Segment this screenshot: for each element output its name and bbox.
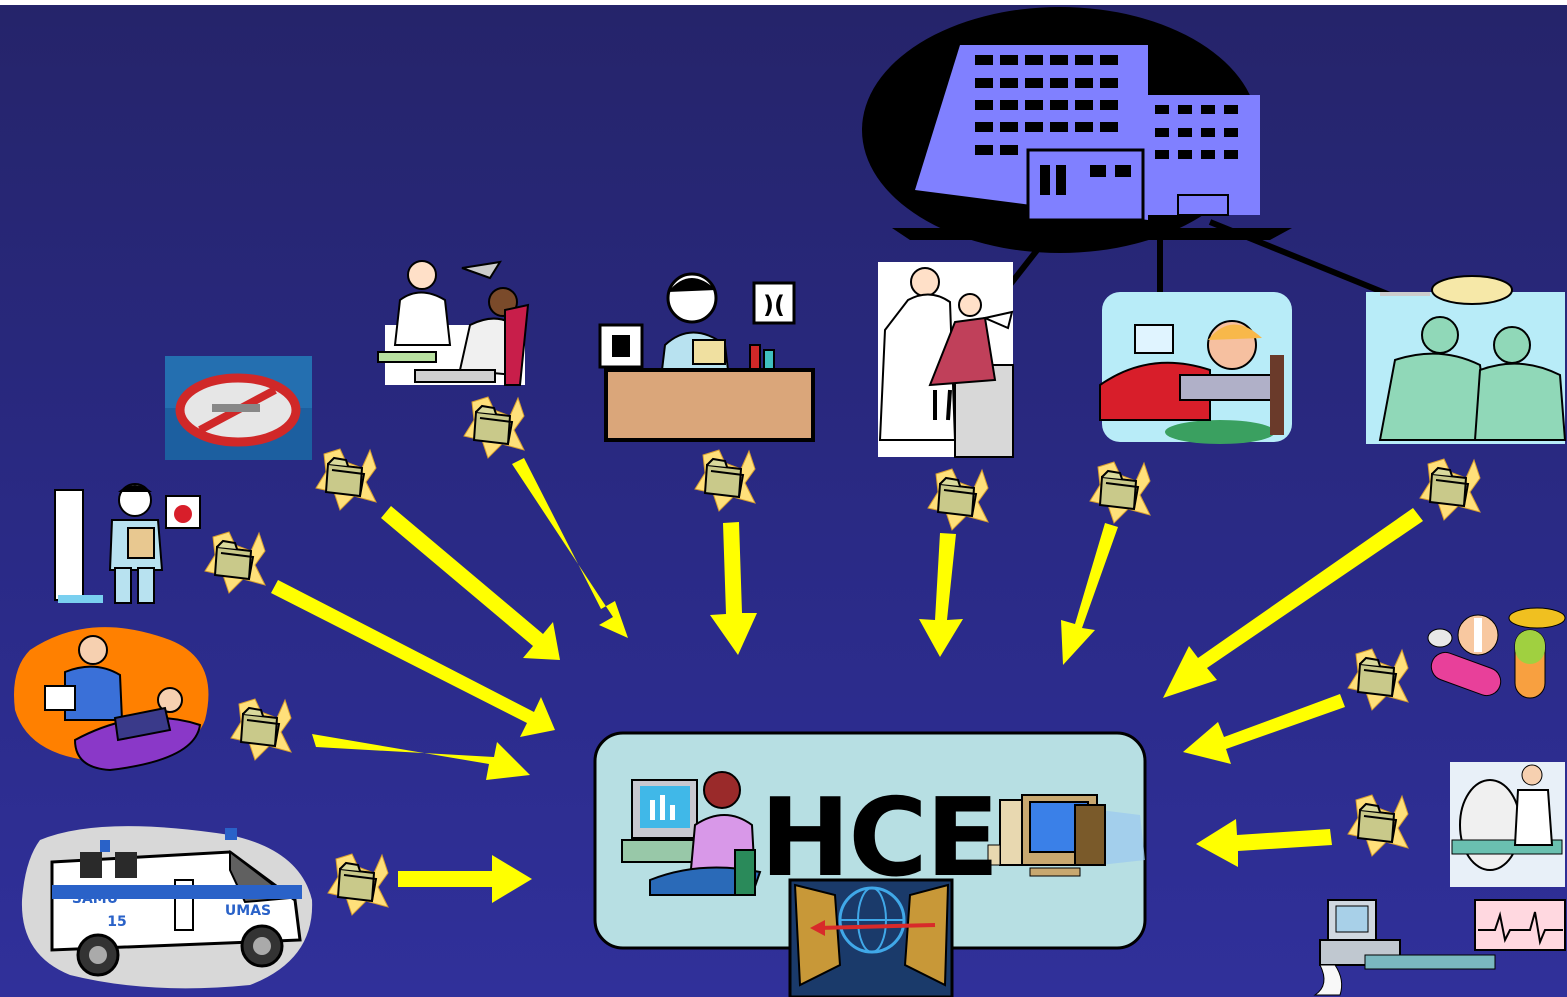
ambulance-text-right: UMAS: [225, 903, 271, 919]
folder-icon: [204, 531, 266, 594]
folder-icon: [1347, 648, 1409, 711]
svg-text:)(: )(: [763, 291, 785, 319]
folder-icon: [1347, 794, 1409, 857]
arrow-from-ambulance: [398, 855, 532, 903]
arrow-from-dentist: [512, 458, 628, 638]
doctor-desk-icon: )(: [598, 272, 815, 442]
top-border: [0, 0, 1567, 5]
folder-icon: [463, 396, 525, 459]
arrow-from-no-smoking: [381, 506, 560, 660]
computer-user-icon: [621, 771, 762, 896]
arrow-from-psychotherapy: [312, 734, 530, 780]
folder-icon: [230, 698, 292, 761]
arrow-from-pediatric: [919, 533, 963, 657]
medication-pills-icon: [1427, 607, 1566, 699]
arrow-from-bed: [1061, 523, 1118, 665]
dentist-icon: [377, 260, 530, 386]
arrow-from-pills: [1183, 694, 1345, 764]
psychotherapy-icon: [14, 627, 209, 772]
folder-icon: [315, 448, 377, 511]
arrow-from-doctor-desk: [710, 522, 757, 655]
arrow-from-scanner: [1196, 819, 1332, 867]
ambulance-icon: SAMU 15 UMAS: [21, 826, 313, 989]
ambulance-text-left: SAMU: [72, 891, 118, 907]
network-transfer-icon: [788, 878, 954, 997]
nutritionist-icon: [54, 483, 201, 604]
folder-icon: [327, 853, 389, 916]
ambulance-text-num: 15: [107, 914, 126, 930]
arrows: [271, 458, 1423, 903]
arrow-from-surgery: [1163, 508, 1423, 698]
patient-bed-icon: [1099, 292, 1292, 444]
surgery-icon: [1366, 275, 1567, 444]
pediatric-exam-icon: [878, 262, 1014, 458]
ecg-machine-icon: [1313, 899, 1566, 996]
folder-icon: [927, 468, 989, 531]
hce-title: HCE: [760, 776, 999, 901]
arrow-from-nutritionist: [271, 580, 555, 737]
scanner-icon: [1450, 762, 1565, 887]
folder-icon: [694, 449, 756, 512]
folder-icon: [1419, 458, 1481, 521]
folder-icon: [1089, 461, 1151, 524]
desktop-computer-icon: [987, 794, 1145, 877]
hospital-building-icon: [862, 7, 1392, 305]
no-smoking-icon: [165, 356, 312, 460]
